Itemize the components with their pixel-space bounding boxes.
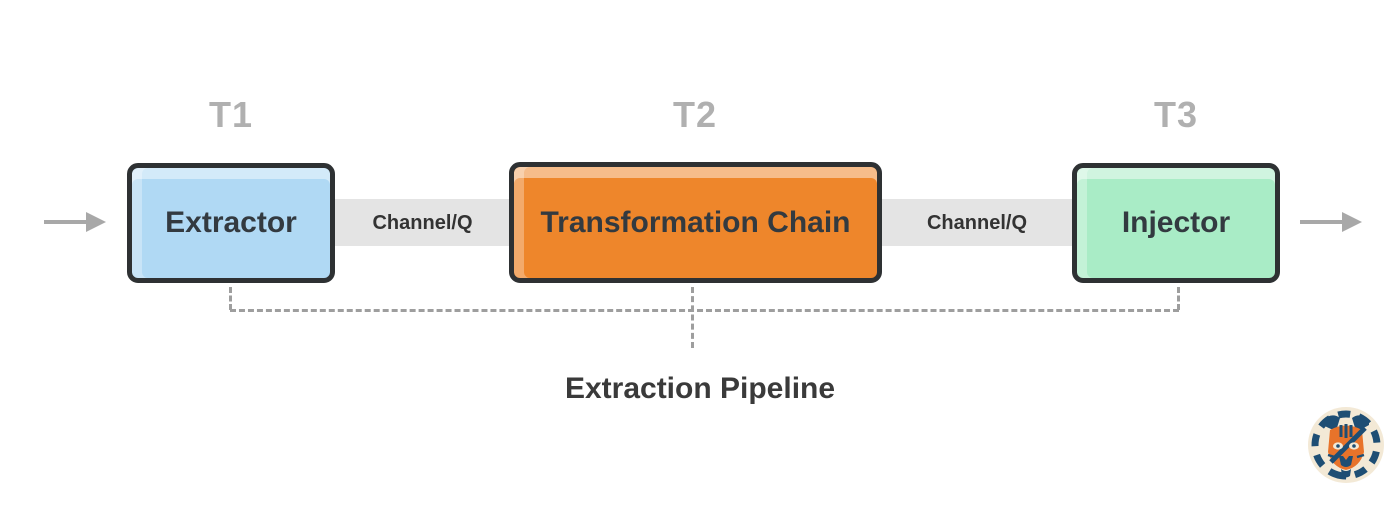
dashed-bracket-line: [230, 309, 1179, 312]
node-extractor: Extractor: [127, 163, 335, 283]
node-extractor-label: Extractor: [165, 206, 297, 239]
node-injector-label: Injector: [1121, 206, 1231, 239]
node-injector: Injector: [1072, 163, 1280, 283]
node-transformation-chain: Transformation Chain: [509, 162, 882, 283]
thread-label-t2: T2: [672, 94, 717, 135]
channel-band-2: Channel/Q: [877, 199, 1077, 246]
pipeline-caption: Extraction Pipeline: [564, 372, 836, 405]
channel-label-2: Channel/Q: [926, 211, 1027, 234]
channel-label-1: Channel/Q: [372, 211, 473, 234]
dashed-connector-extractor: [229, 287, 232, 310]
tiger-logo-icon: [1308, 407, 1384, 483]
node-transformation-chain-label: Transformation Chain: [540, 205, 851, 239]
dashed-connector-injector: [1177, 287, 1180, 310]
outbound-arrow-icon: [1300, 212, 1362, 232]
channel-band-1: Channel/Q: [331, 199, 514, 246]
inbound-arrow-icon: [44, 212, 106, 232]
thread-label-t3: T3: [1153, 94, 1198, 135]
dashed-connector-center: [691, 287, 694, 348]
thread-label-t1: T1: [208, 94, 253, 135]
